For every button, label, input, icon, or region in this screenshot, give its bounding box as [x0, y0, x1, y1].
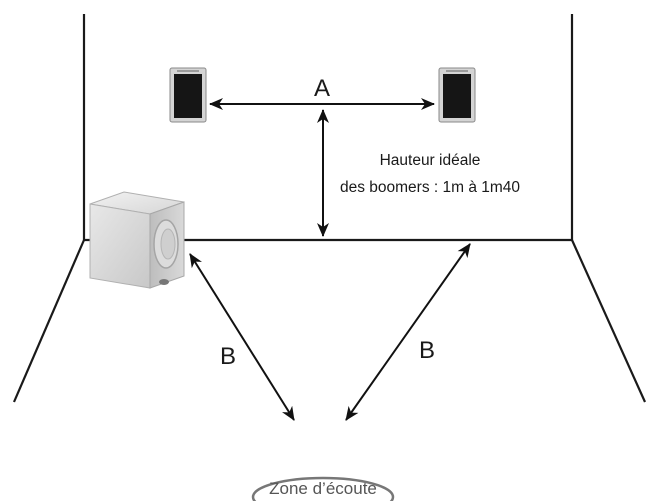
- left-speaker-icon: [169, 67, 207, 123]
- height-note-line1: Hauteur idéale: [380, 152, 481, 169]
- label-b-right: B: [419, 337, 435, 364]
- listening-zone: Zone d’écoute: [251, 476, 395, 501]
- right-floor-edge: [570, 239, 647, 403]
- arrow-b-left: [189, 253, 295, 421]
- left-floor-edge: [12, 239, 86, 403]
- label-b-left: B: [220, 343, 236, 370]
- listening-zone-outline: [251, 476, 395, 501]
- arrow-b-right: [345, 243, 471, 421]
- height-note-line2: des boomers : 1m à 1m40: [340, 179, 520, 196]
- subwoofer-icon: [89, 191, 185, 289]
- listening-zone-label: Zone d’écoute: [269, 479, 377, 498]
- label-a: A: [314, 75, 330, 102]
- right-speaker-icon: [438, 67, 476, 123]
